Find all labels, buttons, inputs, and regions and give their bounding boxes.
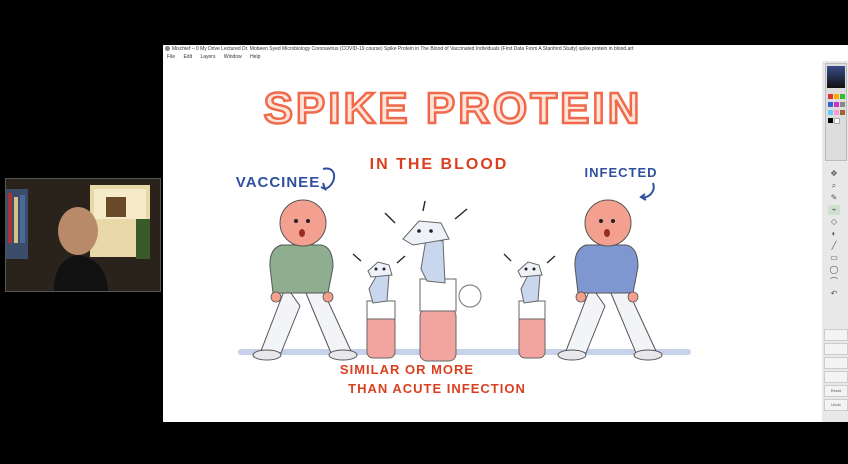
title-bar: Mischief – 0 My Drive Lectured Dr. Mobee… <box>163 45 848 53</box>
eraser-icon[interactable]: ◇ <box>830 217 838 226</box>
brush-preset-3[interactable] <box>824 357 848 369</box>
infected-arrow <box>639 182 655 201</box>
caption-line-1: SIMILAR OR MORE <box>340 362 474 377</box>
color-palette[interactable] <box>825 63 847 161</box>
drawing-title: SPIKE PROTEIN <box>264 84 643 133</box>
move-icon[interactable]: ✥ <box>830 169 838 178</box>
presenter-video <box>6 179 160 291</box>
vaccinee-arrow <box>320 167 336 191</box>
fill-icon[interactable]: ◐ <box>831 229 837 238</box>
menu-file[interactable]: File <box>167 54 176 60</box>
brush-cursor <box>458 284 482 308</box>
brush-icon[interactable]: ⌁ <box>828 205 840 215</box>
infected-figure <box>557 199 663 361</box>
swatch-orange[interactable] <box>834 94 839 99</box>
rectangle-icon[interactable]: ▭ <box>830 253 838 262</box>
menu-layers[interactable]: Layers <box>200 54 216 60</box>
menu-help[interactable]: Help <box>250 54 261 60</box>
swatch-red[interactable] <box>828 94 833 99</box>
brush-undo-button[interactable]: Undo <box>824 399 848 411</box>
pen-icon[interactable]: ✎ <box>830 193 838 202</box>
ellipse-icon[interactable]: ◯ <box>829 265 839 274</box>
undo-icon[interactable]: ↶ <box>830 289 838 298</box>
vaccinee-figure <box>252 199 358 361</box>
swatch-cyan[interactable] <box>828 110 833 115</box>
swatch-green[interactable] <box>840 94 845 99</box>
swatch-white[interactable] <box>834 118 840 124</box>
swatch-blue[interactable] <box>828 102 833 107</box>
line-icon[interactable]: ╱ <box>831 241 837 250</box>
tool-panel: ✥ ⌕ ✎ ⌁ ◇ ◐ ╱ ▭ ◯ ⌒ ↶ Reset Undo <box>822 61 848 422</box>
brush-preset-2[interactable] <box>824 343 848 355</box>
swatch-gray[interactable] <box>840 102 845 107</box>
drawing-subtitle: IN THE BLOOD <box>370 156 509 173</box>
swatch-purple[interactable] <box>834 102 839 107</box>
swatch-black[interactable] <box>828 118 833 123</box>
brush-preset-1[interactable] <box>824 329 848 341</box>
window-title: Mischief – 0 My Drive Lectured Dr. Mobee… <box>172 46 634 52</box>
app-icon <box>165 46 170 52</box>
menu-edit[interactable]: Edit <box>183 54 193 60</box>
vaccinee-label: VACCINEE <box>236 174 320 191</box>
menu-window[interactable]: Window <box>223 54 242 60</box>
swatch-pink[interactable] <box>834 110 839 115</box>
caption-line-2: THAN ACUTE INFECTION <box>348 381 526 396</box>
drawing-canvas[interactable]: SPIKE PROTEIN IN THE BLOOD VACCINEE INFE… <box>163 61 815 422</box>
lasso-icon[interactable]: ⌒ <box>830 277 838 286</box>
zoom-icon[interactable]: ⌕ <box>831 181 837 190</box>
app-window: Mischief – 0 My Drive Lectured Dr. Mobee… <box>163 45 848 422</box>
brush-preset-4[interactable] <box>824 371 848 383</box>
infected-label: INFECTED <box>585 165 658 180</box>
brush-reset-button[interactable]: Reset <box>824 385 848 397</box>
test-tube-small-left <box>352 253 406 359</box>
color-picker-gradient[interactable] <box>827 66 845 88</box>
webcam-feed <box>5 178 161 292</box>
swatch-brown[interactable] <box>840 110 845 115</box>
test-tube-small-right <box>503 253 556 359</box>
test-tube-large <box>384 200 468 362</box>
menu-bar: File Edit Layers Window Help <box>163 53 823 61</box>
